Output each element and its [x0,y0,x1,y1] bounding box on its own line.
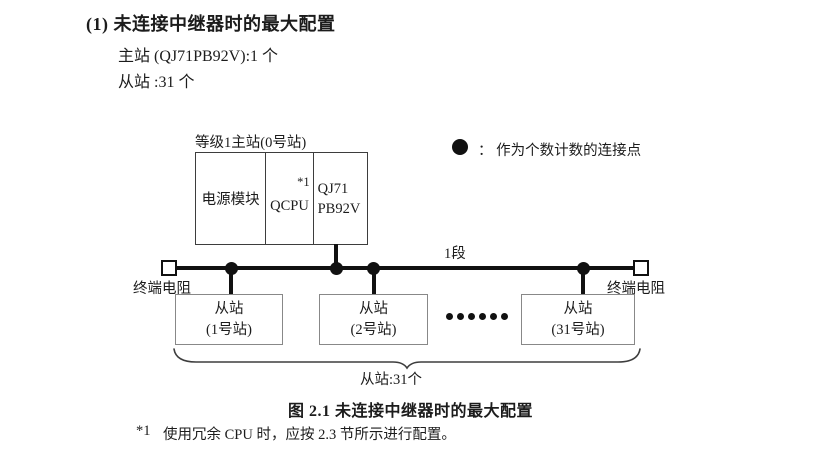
underbrace [173,348,641,370]
ellipsis-dots-icon [446,313,508,320]
master-station-label: 等级1主站(0号站) [195,135,307,151]
slave-station-box-2: 从站 (2号站) [319,294,428,345]
cpu-footnote-ref: *1 [297,175,310,189]
legend-text: ： 作为个数计数的连接点 [478,143,642,159]
terminator-right-label: 终端电阻 [607,281,665,297]
slave-number: (1号站) [206,321,252,338]
cpu-module-cell: *1 QCPU [265,153,312,244]
master-station-box: 电源模块 *1 QCPU QJ71 PB92V [195,152,368,245]
connection-point-icon [367,262,380,275]
footnote-text: 使用冗余 CPU 时，应按 2.3 节所示进行配置。 [163,427,456,443]
connection-point-icon [330,262,343,275]
slave-number: (31号站) [551,321,605,338]
slave1-drop-line [229,268,233,295]
master-count-line: 主站 (QJ71PB92V):1 个 [118,48,279,65]
terminator-left-icon [161,260,177,276]
footnote-marker: *1 [136,423,151,439]
master-drop-line [334,244,338,268]
segment-label: 1段 [444,246,466,262]
slave31-drop-line [581,268,585,295]
slave-station-box-31: 从站 (31号站) [521,294,635,345]
terminator-left-label: 终端电阻 [133,281,191,297]
slave-name: 从站 [563,300,593,317]
terminator-right-icon [633,260,649,276]
connection-point-icon [225,262,238,275]
slave-count-line: 从站 :31 个 [118,74,195,91]
slave-number: (2号站) [350,321,397,338]
power-module-cell: 电源模块 [201,192,260,208]
slave-name: 从站 [359,300,388,317]
brace-label: 从站:31个 [360,372,423,388]
slave-name: 从站 [214,300,244,317]
legend-connection-point-icon [452,139,468,155]
bus-line [176,266,635,270]
network-module-cell: QJ71 PB92V [312,153,367,244]
section-heading: (1) 未连接中继器时的最大配置 [86,14,336,34]
slave2-drop-line [372,268,376,295]
figure-caption: 图 2.1 未连接中继器时的最大配置 [287,403,533,420]
connection-point-icon [577,262,590,275]
slave-station-box-1: 从站 (1号站) [175,294,283,345]
cpu-module-label: QCPU [270,198,309,214]
